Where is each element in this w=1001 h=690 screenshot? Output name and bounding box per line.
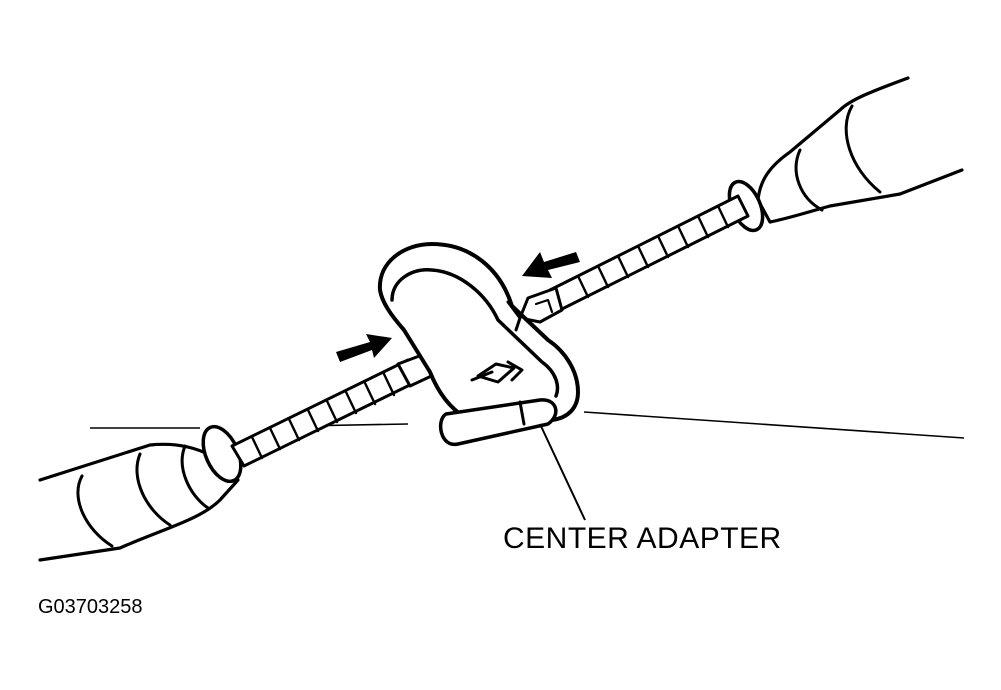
adapter-slot: [390, 268, 560, 398]
adapter-flange: [438, 398, 558, 446]
adapter-body: [377, 242, 580, 422]
direction-marking-icon: [470, 360, 524, 384]
left-shaft: [230, 358, 422, 468]
right-screwdriver: [518, 76, 964, 324]
press-arrows: [336, 252, 580, 362]
right-press-arrow-icon: [522, 252, 580, 278]
right-shaft: [548, 194, 750, 312]
callout-center-adapter: CENTER ADAPTER: [503, 522, 782, 555]
callout-leader-line: [539, 423, 586, 521]
figure-id-code: G03703258: [38, 596, 143, 618]
right-tip: [518, 286, 564, 324]
center-adapter: [377, 242, 580, 446]
right-handle: [756, 76, 964, 224]
left-screwdriver: [38, 350, 442, 562]
left-press-arrow-icon: [336, 334, 392, 362]
